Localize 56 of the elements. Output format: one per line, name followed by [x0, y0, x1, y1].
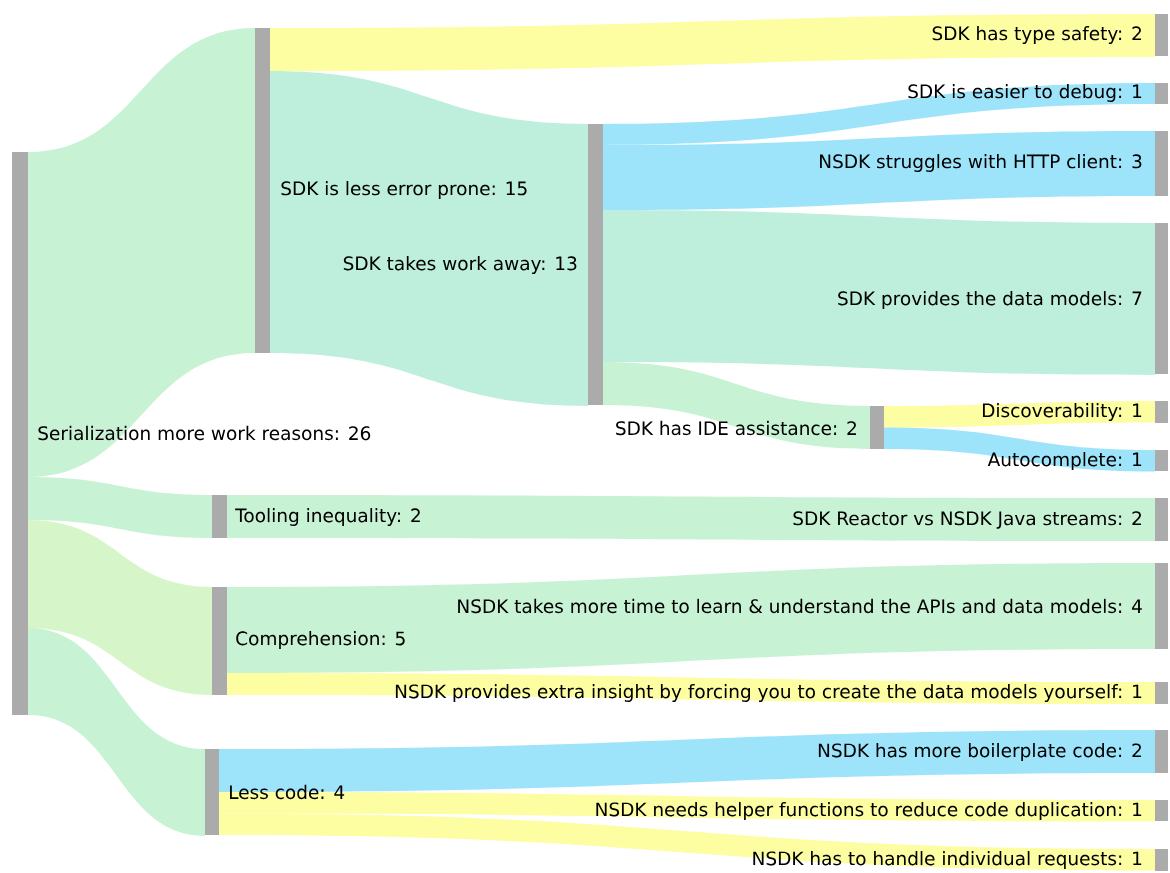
sankey-flow [219, 730, 1155, 792]
node-label: SDK takes work away: 13 [343, 256, 577, 274]
node-label: Comprehension: 5 [236, 631, 405, 649]
sankey-flow [227, 563, 1155, 673]
sankey-bar [1155, 83, 1168, 104]
node-label: NSDK has to handle individual requests: 1 [753, 851, 1142, 869]
node-label: Serialization more work reasons: 26 [38, 425, 371, 441]
node-label: NSDK provides extra insight by forcing you to create the data models yourself: 1 [395, 684, 1142, 702]
sankey-bar [1155, 131, 1168, 196]
sankey-flow [603, 362, 870, 449]
sankey-bar [12, 152, 28, 715]
sankey-flow [884, 427, 1155, 472]
node-label: SDK is less error prone: 15 [281, 181, 527, 199]
sankey-bar [255, 28, 270, 353]
sankey-flow [28, 28, 255, 477]
sankey-flow [28, 477, 212, 538]
node-label: Less code: 4 [230, 784, 345, 800]
sankey-bar [205, 749, 219, 835]
node-label: SDK Reactor vs NSDK Java streams: 2 [793, 511, 1141, 529]
sankey-bar [1155, 849, 1168, 871]
sankey-bar [588, 124, 603, 405]
sankey-flow [603, 83, 1155, 145]
node-label: NSDK struggles with HTTP client: 3 [820, 154, 1142, 172]
sankey-flow [219, 813, 1155, 871]
sankey-bar [1155, 223, 1168, 374]
sankey-bar [1155, 14, 1168, 56]
sankey-bar [212, 587, 227, 695]
node-label: NSDK needs helper functions to reduce code duplication: 1 [596, 802, 1142, 820]
node-label: Tooling inequality: 2 [235, 508, 420, 526]
sankey-flow [884, 401, 1155, 428]
sankey-bar [1155, 682, 1168, 704]
sankey-bar [1155, 498, 1168, 541]
sankey-flow [270, 14, 1155, 71]
node-label: NSDK has more boilerplate code: 2 [818, 743, 1141, 761]
sankey-flow [28, 628, 205, 836]
sankey-bar [1155, 563, 1168, 649]
sankey-bar [870, 406, 884, 449]
node-label: SDK is easier to debug: 1 [908, 84, 1142, 102]
sankey-flow [227, 673, 1155, 704]
sankey-bar [1155, 450, 1168, 471]
sankey-flow [603, 210, 1155, 375]
sankey-flow [270, 71, 588, 406]
sankey-flow [28, 520, 212, 695]
sankey-bar [1155, 401, 1168, 423]
sankey-bar [212, 495, 227, 538]
node-label: NSDK takes more time to learn & understand the APIs and data models: 4 [458, 598, 1142, 614]
sankey-bar [1155, 730, 1168, 773]
node-label: Autocomplete: 1 [987, 452, 1142, 470]
node-label: SDK has type safety: 2 [932, 26, 1141, 44]
node-label: SDK has IDE assistance: 2 [616, 420, 856, 436]
node-label: Discoverability: 1 [983, 403, 1142, 421]
node-label: SDK provides the data models: 7 [838, 291, 1142, 309]
sankey-flow [227, 495, 1155, 541]
sankey-flow [603, 131, 1155, 210]
sankey-flow [219, 792, 1155, 822]
sankey-bar [1155, 800, 1168, 821]
